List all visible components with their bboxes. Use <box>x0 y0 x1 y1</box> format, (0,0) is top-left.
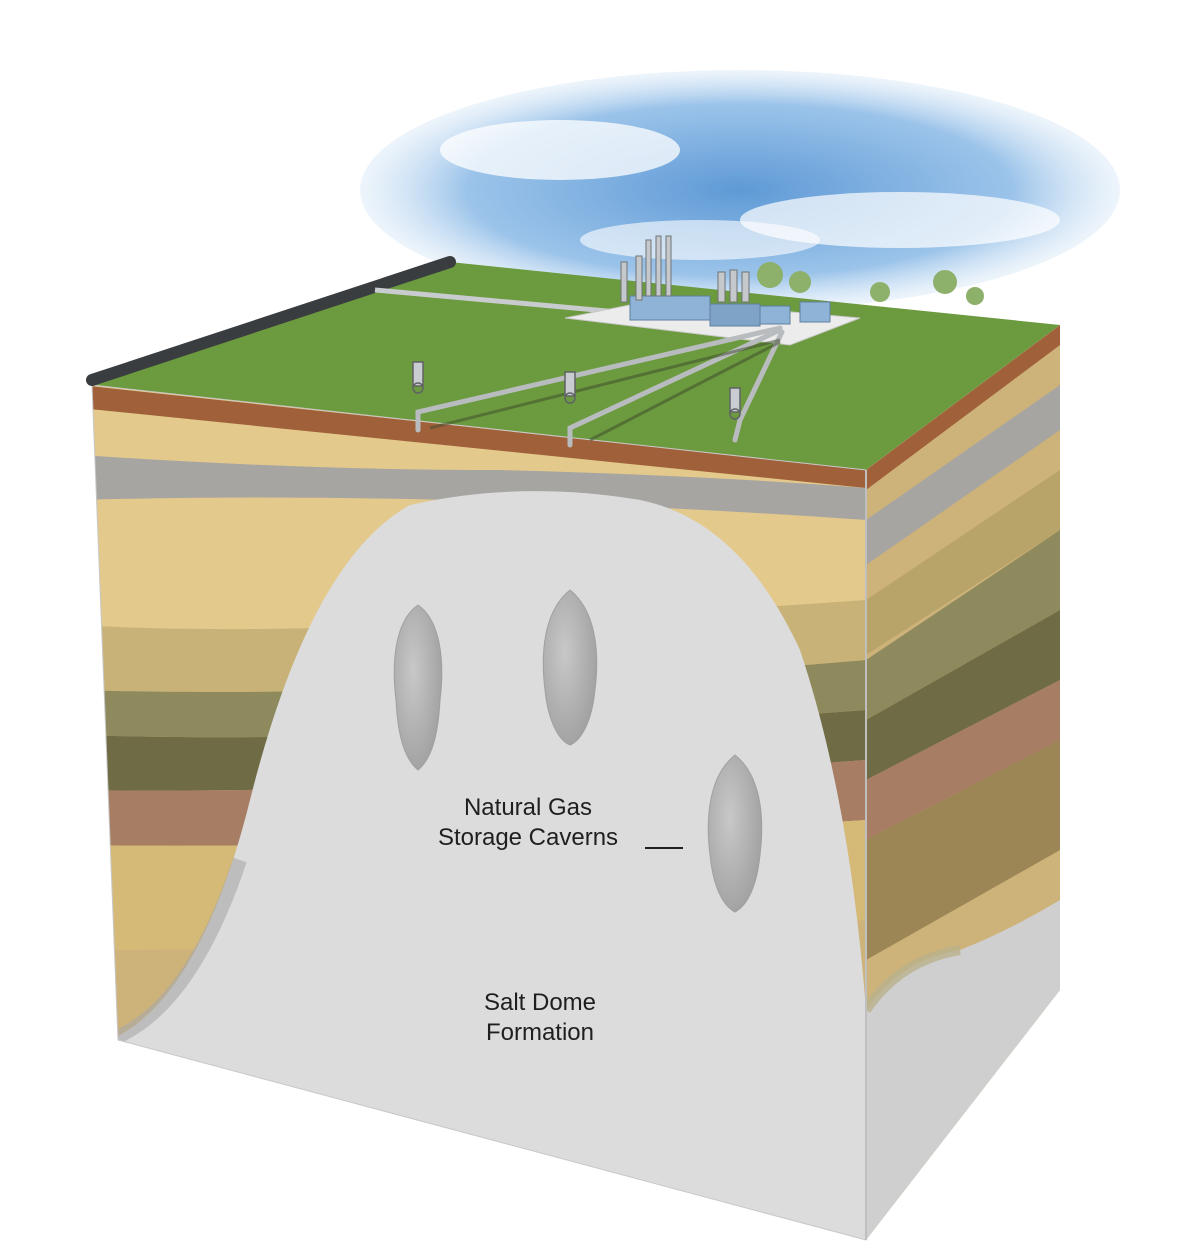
wellhead-icon <box>412 361 741 420</box>
cavern-icon <box>393 589 763 913</box>
front-rock-strata <box>92 385 866 1240</box>
cavern-label-line2: Storage Caverns <box>437 824 619 851</box>
salt-dome-label-line2: Formation <box>485 1019 595 1046</box>
cavern-label-line1: Natural Gas <box>463 794 593 821</box>
salt-dome-label: Salt Dome Formation <box>440 988 640 1048</box>
cavern-label: Natural Gas Storage Caverns <box>416 793 640 853</box>
processing-facility-icon <box>564 235 861 346</box>
tree-icon <box>757 262 984 305</box>
side-rock-strata <box>866 325 1060 1240</box>
salt-dome-label-line1: Salt Dome <box>483 989 597 1016</box>
sky-clouds-icon <box>360 70 1120 310</box>
salt-dome <box>110 491 866 1240</box>
pipeline-icon <box>86 256 641 386</box>
